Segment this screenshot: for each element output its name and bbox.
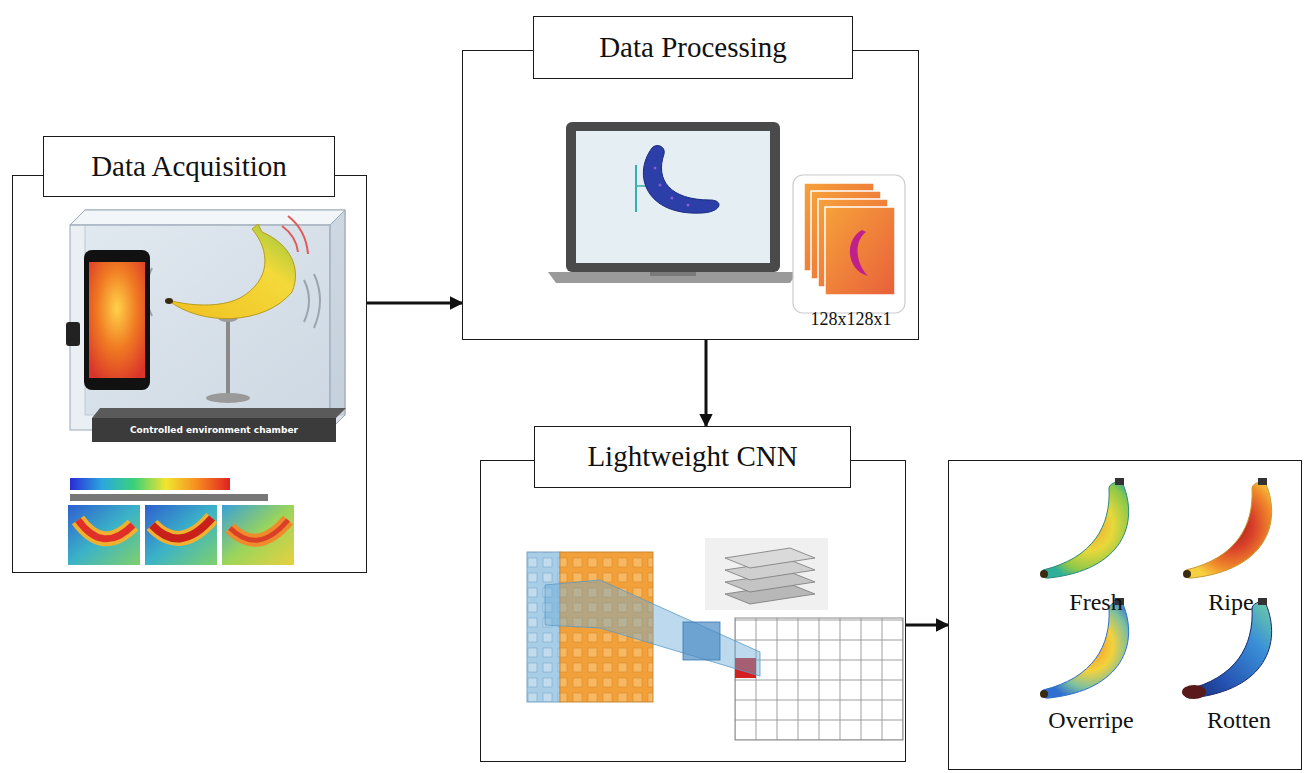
- class-label: Rotten: [1207, 707, 1271, 735]
- heading-tab: Data Processing: [533, 16, 853, 79]
- flow-arrow: [367, 302, 462, 305]
- class-label: Overripe: [1048, 707, 1133, 735]
- stage-box: Data Acquisition: [12, 175, 367, 573]
- heading-tab: Data Acquisition: [43, 136, 335, 197]
- output-box: Fresh RipeOverripe Rotten: [948, 460, 1302, 770]
- stage-box: Data Processing128x128x1: [462, 50, 919, 340]
- heading-text: Lightweight CNN: [587, 440, 797, 473]
- heading-text: Data Acquisition: [91, 150, 287, 183]
- class-label: Fresh: [1069, 589, 1122, 617]
- class-label: Ripe: [1208, 589, 1253, 617]
- flow-arrow: [705, 340, 708, 426]
- heading-tab: Lightweight CNN: [534, 426, 851, 488]
- stage-box: Lightweight CNN: [480, 460, 906, 762]
- dimension-label: 128x128x1: [811, 309, 892, 330]
- flow-arrow: [906, 624, 948, 627]
- heading-text: Data Processing: [599, 31, 787, 64]
- chamber-label: Controlled environment chamber: [92, 425, 336, 435]
